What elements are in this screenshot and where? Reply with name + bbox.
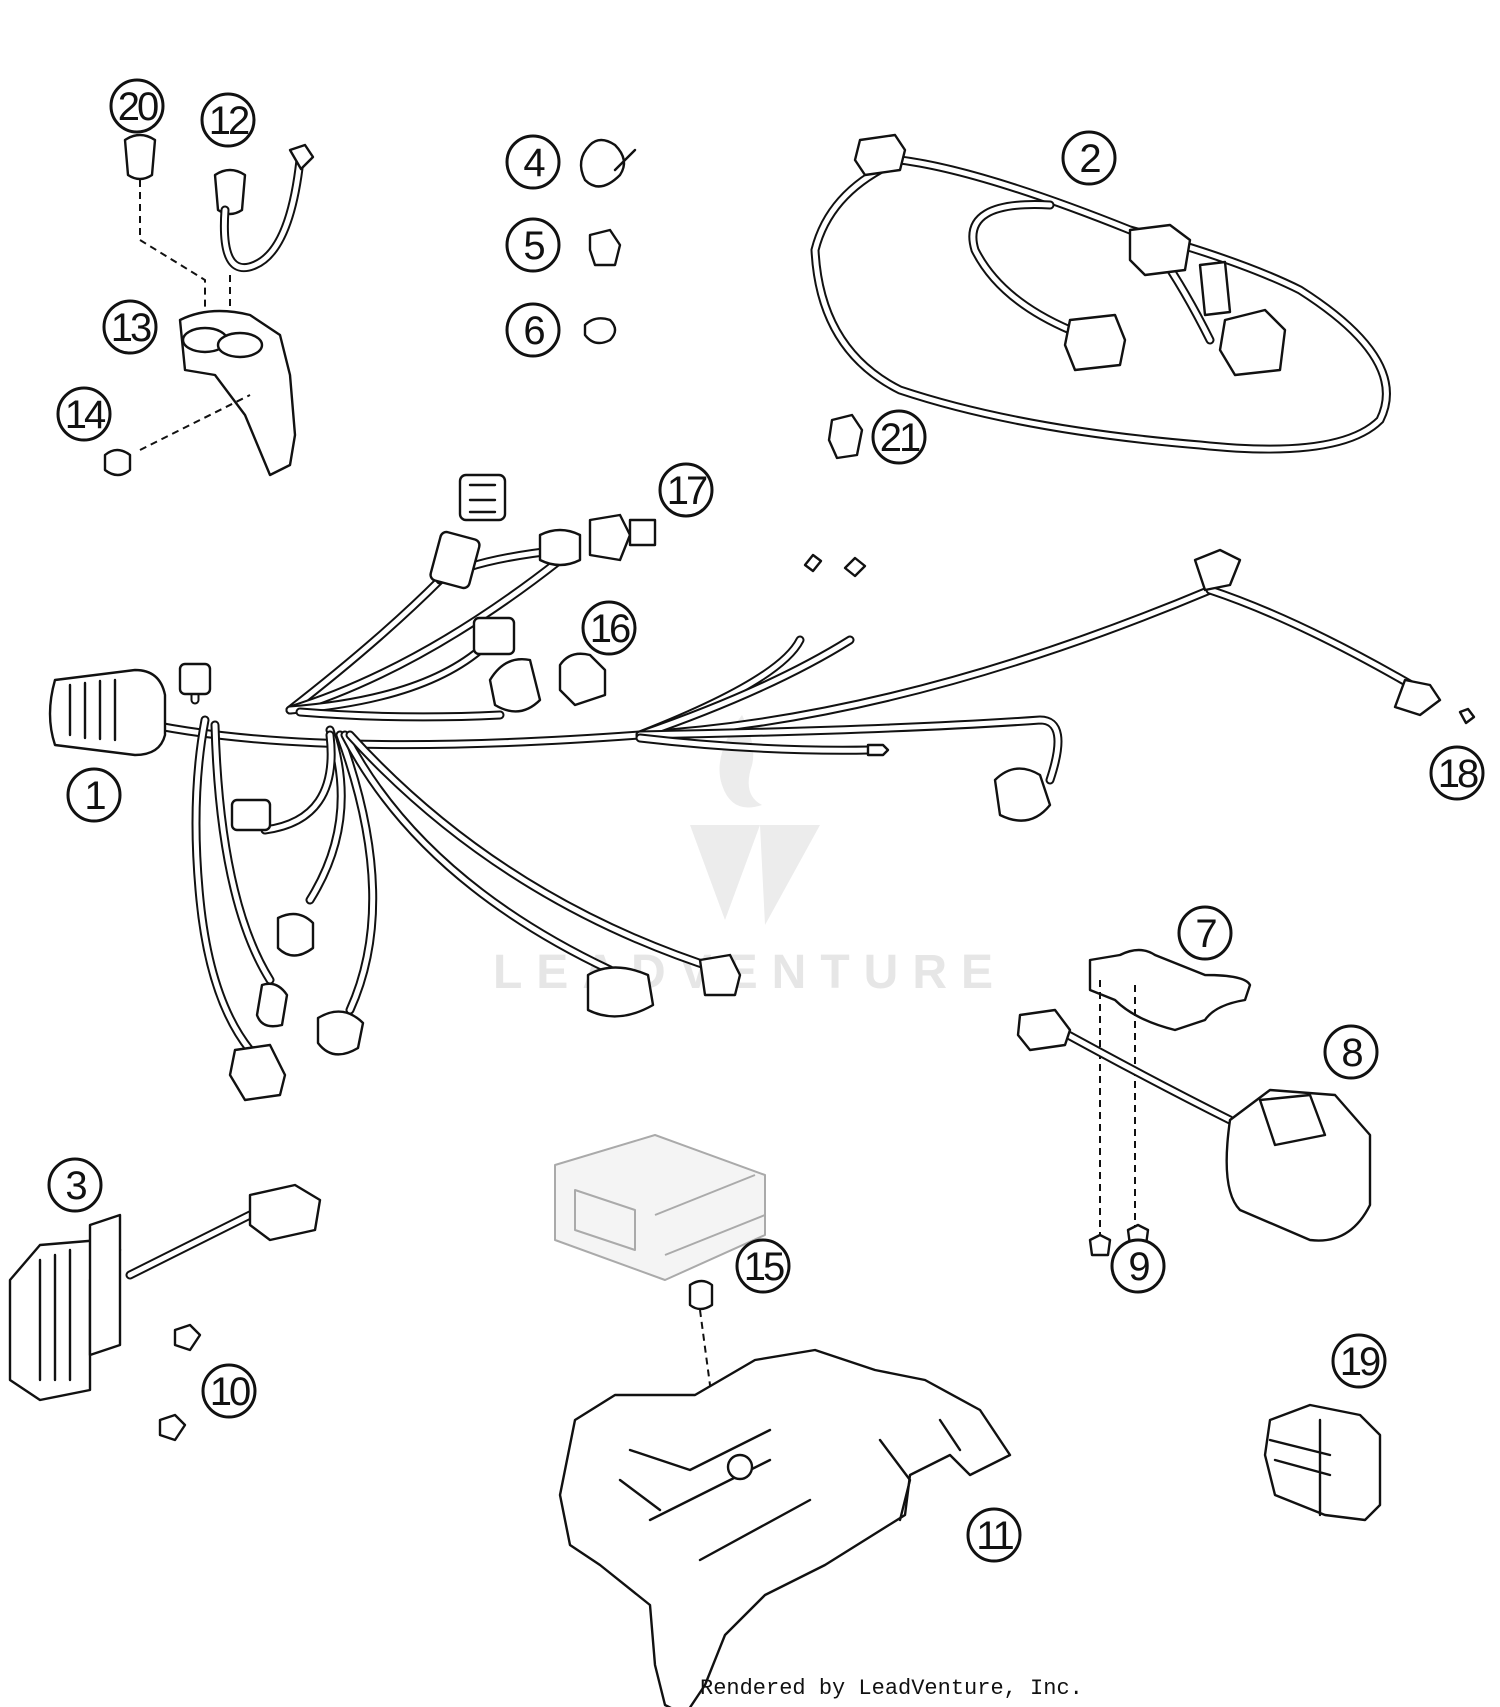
callout-10[interactable]: 10 bbox=[201, 1363, 257, 1419]
callout-18[interactable]: 18 bbox=[1429, 745, 1485, 801]
callout-label: 19 bbox=[1340, 1340, 1380, 1384]
relay-19[interactable] bbox=[1263, 1403, 1382, 1522]
callout-label: 4 bbox=[523, 141, 545, 185]
callout-9[interactable]: 9 bbox=[1110, 1238, 1166, 1294]
voltage-regulator[interactable] bbox=[8, 1183, 322, 1442]
callout-label: 12 bbox=[209, 99, 249, 143]
callout-label: 18 bbox=[1438, 752, 1478, 796]
connector-21[interactable] bbox=[827, 413, 864, 460]
cable-clips[interactable] bbox=[579, 138, 637, 345]
callout-label: 20 bbox=[118, 85, 158, 129]
rendered-by-footer: Rendered by LeadVenture, Inc. bbox=[700, 1676, 1083, 1701]
callout-1[interactable]: 1 bbox=[66, 767, 122, 823]
ecu-unit bbox=[554, 1134, 766, 1281]
callout-label: 7 bbox=[1195, 912, 1216, 956]
callout-label: 5 bbox=[523, 224, 544, 268]
callout-label: 13 bbox=[111, 306, 151, 350]
callout-label: 16 bbox=[590, 607, 630, 651]
main-wiring-harness[interactable] bbox=[48, 473, 1476, 1102]
callout-19[interactable]: 19 bbox=[1331, 1333, 1387, 1389]
callout-21[interactable]: 21 bbox=[871, 409, 927, 465]
callout-5[interactable]: 5 bbox=[505, 217, 561, 273]
callout-4[interactable]: 4 bbox=[505, 134, 561, 190]
watermark-logo: LEADVENTURE bbox=[493, 715, 993, 999]
callout-7[interactable]: 7 bbox=[1177, 905, 1233, 961]
callout-label: 2 bbox=[1079, 137, 1100, 181]
callout-8[interactable]: 8 bbox=[1323, 1024, 1379, 1080]
callout-label: 17 bbox=[667, 469, 707, 513]
callout-label: 8 bbox=[1341, 1031, 1362, 1075]
battery-tray[interactable] bbox=[558, 1279, 1012, 1707]
callout-2[interactable]: 2 bbox=[1061, 130, 1117, 186]
callout-17[interactable]: 17 bbox=[658, 462, 714, 518]
callout-label: 3 bbox=[65, 1164, 86, 1208]
callout-15[interactable]: 15 bbox=[735, 1238, 791, 1294]
fuse-holder-assembly[interactable] bbox=[103, 133, 315, 477]
callout-14[interactable]: 14 bbox=[56, 386, 112, 442]
callout-12[interactable]: 12 bbox=[200, 92, 256, 148]
secondary-harness[interactable] bbox=[810, 133, 1391, 454]
callout-11[interactable]: 11 bbox=[966, 1507, 1022, 1563]
callout-label: 1 bbox=[84, 774, 105, 818]
callout-label: 9 bbox=[1128, 1245, 1149, 1289]
callout-3[interactable]: 3 bbox=[47, 1157, 103, 1213]
callout-label: 10 bbox=[210, 1370, 250, 1414]
connector-16[interactable] bbox=[558, 652, 607, 707]
callout-label: 11 bbox=[976, 1514, 1013, 1558]
callout-13[interactable]: 13 bbox=[102, 299, 158, 355]
starter-motor-group[interactable] bbox=[1016, 948, 1372, 1257]
callout-6[interactable]: 6 bbox=[505, 302, 561, 358]
callout-20[interactable]: 20 bbox=[109, 78, 165, 134]
callout-label: 21 bbox=[880, 416, 920, 460]
callout-label: 15 bbox=[744, 1245, 784, 1289]
callout-16[interactable]: 16 bbox=[581, 600, 637, 656]
callout-label: 14 bbox=[65, 393, 106, 437]
callout-label: 6 bbox=[523, 309, 544, 353]
